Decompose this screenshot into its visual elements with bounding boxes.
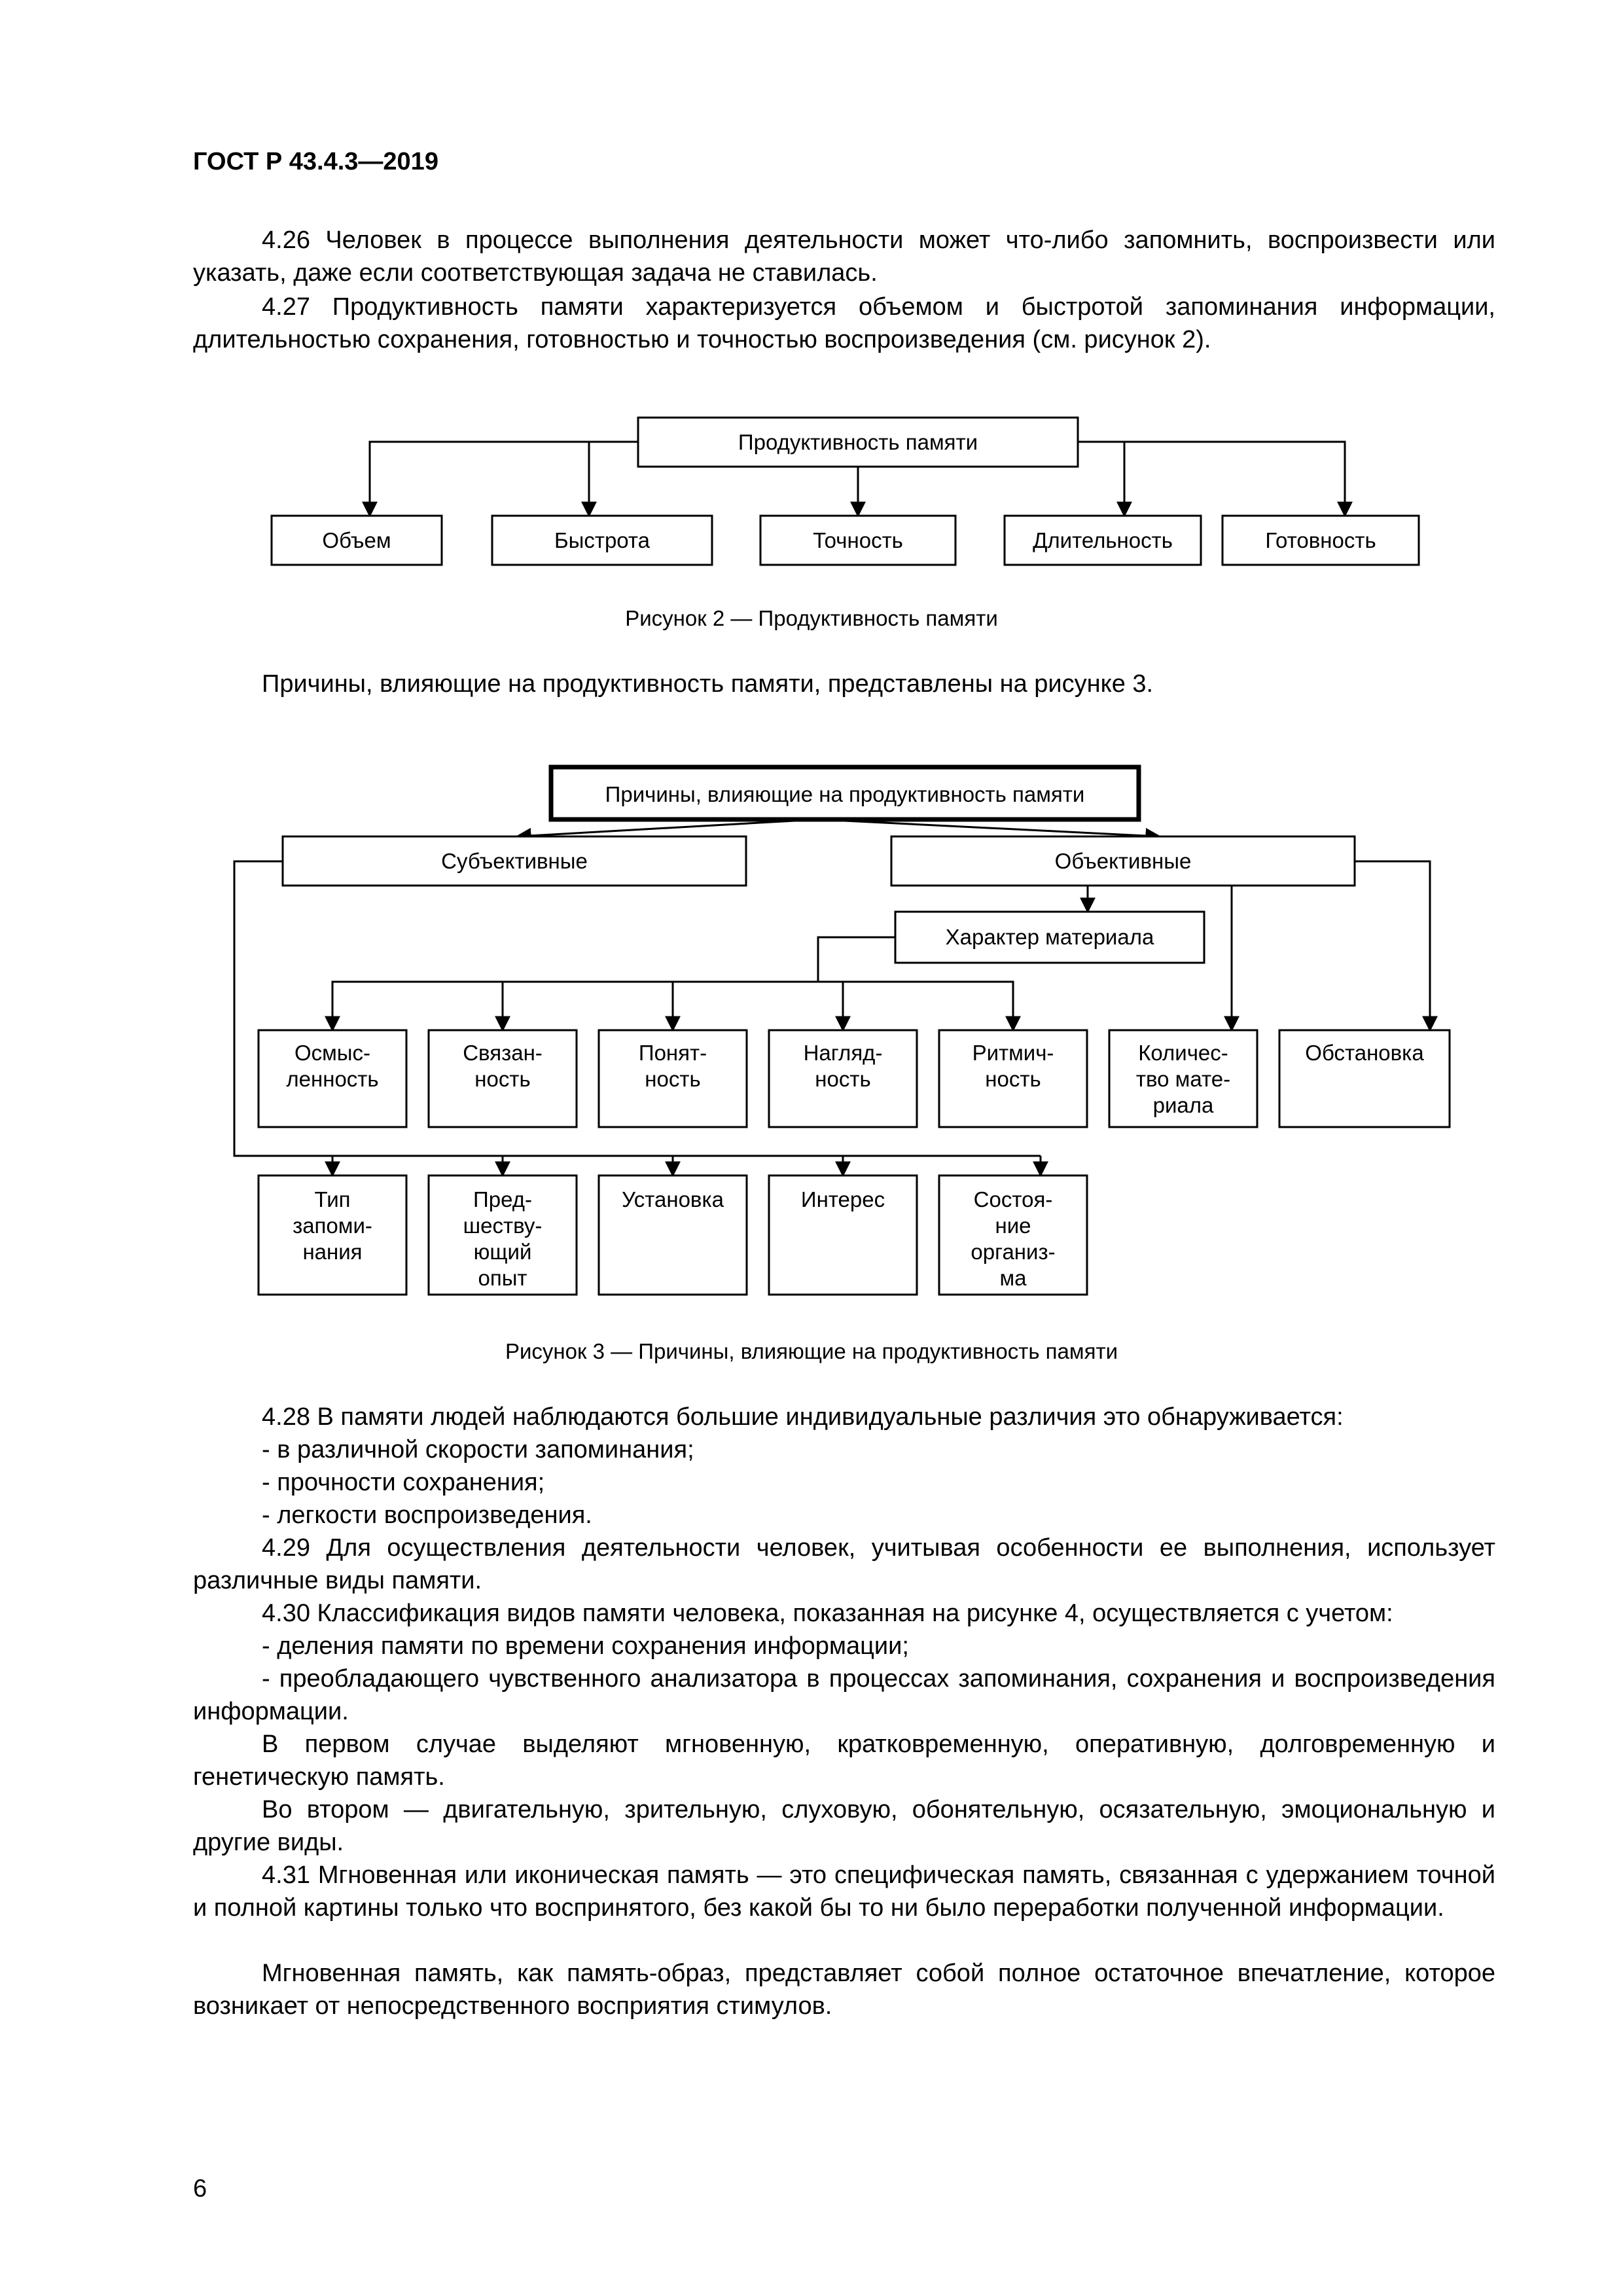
figure-3-row1-3-line-1: ность	[815, 1067, 870, 1091]
figure-3-node-body-state: Состоя- ние организ- ма	[938, 1174, 1088, 1296]
figure-3-row2-0-line-0: Тип	[314, 1187, 350, 1211]
figure-3-row2-3-line-0: Интерес	[801, 1187, 885, 1211]
figure-3-label-objective: Объективные	[1055, 849, 1192, 873]
figure-2-node-duration: Длительность	[1003, 514, 1202, 566]
figure-3-label-material: Характер материала	[946, 925, 1154, 949]
figure-3-row2-0-line-1: запоми-	[293, 1213, 372, 1238]
figure-3-root-node: Причины, влияющие на продуктивность памя…	[548, 764, 1141, 822]
paragraph-4-26: 4.26 Человек в процессе выполнения деяте…	[193, 226, 1495, 287]
figure-3-node-attitude: Установка	[597, 1174, 748, 1296]
figure-3-row2-4-line-3: ма	[999, 1266, 1027, 1290]
paragraph-4-31: 4.31 Мгновенная или иконическая память —…	[193, 1861, 1495, 1922]
figure-3-row1-2-line-0: Понят-	[639, 1041, 707, 1065]
figure-3-node-visibility: Нагляд- ность	[768, 1029, 918, 1128]
figure-2-root-node: Продуктивность памяти	[637, 416, 1079, 468]
figure-3-row1-3-line-0: Нагляд-	[804, 1041, 883, 1065]
figure-3-node-environment: Обстановка	[1278, 1029, 1451, 1128]
page-number: 6	[193, 2175, 207, 2202]
figure-2-label-duration: Длительность	[1033, 528, 1173, 552]
paragraph-second-case: Во втором — двигательную, зрительную, сл…	[193, 1796, 1495, 1856]
figure-3-row1-4-line-1: ность	[985, 1067, 1041, 1091]
figure-3-intro: Причины, влияющие на продуктивность памя…	[262, 670, 1154, 698]
figure-2-label-volume: Объем	[322, 528, 391, 552]
figure-2-node-readiness: Готовность	[1221, 514, 1420, 566]
list-item-time: - деления памяти по времени сохранения и…	[262, 1632, 909, 1660]
paragraph-4-29: 4.29 Для осуществления деятельности чело…	[193, 1534, 1495, 1594]
paragraph-4-30: 4.30 Классификация видов памяти человека…	[262, 1600, 1393, 1627]
list-item-speed: - в различной скорости запоминания;	[262, 1436, 694, 1463]
figure-3-row1-2-line-1: ность	[645, 1067, 700, 1091]
figure-3-row2-1-line-2: ющий	[474, 1240, 532, 1264]
figure-3-row2-1-line-1: шеству-	[463, 1213, 543, 1238]
figure-3-node-prior-experience: Пред- шеству- ющий опыт	[427, 1174, 578, 1296]
figure-3-row2-0-line-2: нания	[302, 1240, 362, 1264]
figure-3-caption: Рисунок 3 — Причины, влияющие на продукт…	[505, 1339, 1118, 1363]
figure-3-row1-6-line-0: Обстановка	[1305, 1041, 1424, 1065]
figure-3-row1-4-line-0: Ритмич-	[972, 1041, 1054, 1065]
figure-3-connectors	[233, 818, 1438, 1177]
figure-2-node-volume: Объем	[270, 514, 443, 566]
figure-3-row1-5-line-0: Количес-	[1138, 1041, 1228, 1065]
document-header: ГОСТ Р 43.4.3—2019	[193, 148, 438, 175]
figure-3-node-subjective: Субъективные	[281, 835, 747, 887]
figure-2-label-accuracy: Точность	[813, 528, 903, 552]
figure-3-node-objective: Объективные	[890, 835, 1356, 887]
figure-2-node-speed: Быстрота	[491, 514, 713, 566]
figure-3-node-interest: Интерес	[768, 1174, 918, 1296]
paragraph-4-27: 4.27 Продуктивность памяти характеризует…	[193, 293, 1495, 353]
figure-3-node-memorization-type: Тип запоми- нания	[257, 1174, 408, 1296]
figure-3-row1-1-line-0: Связан-	[463, 1041, 543, 1065]
list-item-analyzer: - преобладающего чувственного анализатор…	[193, 1665, 1495, 1725]
figure-3-row2-1-line-3: опыт	[478, 1266, 527, 1290]
figure-3-label-subjective: Субъективные	[441, 849, 588, 873]
figure-3-root-label: Причины, влияющие на продуктивность памя…	[605, 782, 1085, 806]
figure-3-node-coherence: Связан- ность	[427, 1029, 578, 1128]
figure-3-row2-4-line-2: организ-	[971, 1240, 1055, 1264]
figure-3-node-amount: Количес- тво мате- риала	[1108, 1029, 1258, 1128]
figure-3-row2-4-line-1: ние	[995, 1213, 1031, 1238]
figure-2-label-readiness: Готовность	[1265, 528, 1376, 552]
figure-3-row1-5-line-2: риала	[1153, 1093, 1214, 1117]
figure-3-node-material: Характер материала	[894, 910, 1205, 964]
figure-3-row2-4-line-0: Состоя-	[974, 1187, 1053, 1211]
figure-3-node-comprehension: Осмыс- ленность	[257, 1029, 408, 1128]
figure-3-row1-5-line-1: тво мате-	[1136, 1067, 1230, 1091]
list-item-durability: - прочности сохранения;	[262, 1469, 545, 1496]
paragraph-first-case: В первом случае выделяют мгновенную, кра…	[193, 1731, 1495, 1791]
figure-2-connectors	[362, 440, 1353, 518]
figure-2-caption: Рисунок 2 — Продуктивность памяти	[625, 606, 998, 630]
paragraph-4-28: 4.28 В памяти людей наблюдаются большие …	[262, 1403, 1344, 1431]
figure-3-row2-1-line-0: Пред-	[473, 1187, 532, 1211]
figure-3-diagram: Причины, влияющие на продуктивность памя…	[233, 764, 1451, 1296]
figure-3-node-clarity: Понят- ность	[597, 1029, 748, 1128]
figure-3-node-rhythm: Ритмич- ность	[938, 1029, 1088, 1128]
figure-2-node-accuracy: Точность	[759, 514, 957, 566]
figure-2-label-speed: Быстрота	[554, 528, 651, 552]
figure-2-root-label: Продуктивность памяти	[738, 430, 978, 454]
figure-3-row1-1-line-1: ность	[474, 1067, 530, 1091]
figure-3-row1-0-line-1: ленность	[286, 1067, 378, 1091]
figure-3-row1-0-line-0: Осмыс-	[294, 1041, 370, 1065]
list-item-ease: - легкости воспроизведения.	[262, 1501, 592, 1529]
figure-3-row2-2-line-0: Установка	[622, 1187, 724, 1211]
paragraph-instant-memory: Мгновенная память, как память-образ, пре…	[193, 1960, 1495, 2020]
figure-2-diagram: Продуктивность памяти Объем Быстрота Точ…	[270, 416, 1420, 566]
